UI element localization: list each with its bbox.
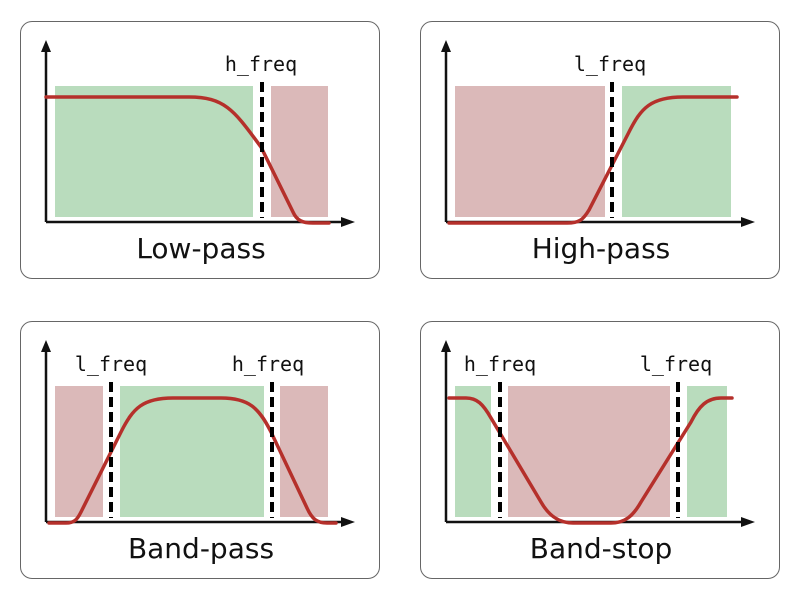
cutoff-label-h-freq: h_freq bbox=[225, 52, 297, 76]
y-axis-arrow bbox=[41, 340, 51, 352]
low-pass-diagram: h_freq Low-pass bbox=[41, 40, 355, 265]
y-axis-arrow bbox=[441, 340, 451, 352]
cutoff-label-l-freq: l_freq bbox=[75, 352, 147, 376]
response-curve bbox=[447, 396, 734, 525]
band-stop-diagram: h_freq l_freq Band-stop bbox=[441, 340, 755, 565]
pass-band-region bbox=[622, 86, 731, 217]
stop-band-region-right bbox=[280, 386, 328, 517]
stop-band-region-left bbox=[55, 386, 103, 517]
x-axis-arrow bbox=[341, 517, 355, 527]
y-axis-arrow bbox=[41, 40, 51, 52]
high-pass-title: High-pass bbox=[532, 232, 671, 265]
band-stop-panel: h_freq l_freq Band-stop bbox=[420, 321, 780, 579]
low-pass-panel: h_freq Low-pass bbox=[20, 21, 380, 279]
band-pass-diagram: l_freq h_freq Band-pass bbox=[41, 340, 355, 565]
cutoff-label-h-freq: h_freq bbox=[232, 352, 304, 376]
low-pass-title: Low-pass bbox=[136, 232, 265, 265]
pass-band-region-left bbox=[455, 386, 491, 517]
cutoff-label-h-freq: h_freq bbox=[464, 352, 536, 376]
band-stop-title: Band-stop bbox=[530, 532, 672, 565]
stop-band-region bbox=[271, 86, 328, 217]
band-pass-panel: l_freq h_freq Band-pass bbox=[20, 321, 380, 579]
x-axis-arrow bbox=[341, 217, 355, 227]
response-curve bbox=[47, 396, 338, 525]
stop-band-region bbox=[455, 86, 605, 217]
pass-band-region-right bbox=[687, 386, 727, 517]
x-axis-arrow bbox=[741, 217, 755, 227]
cutoff-label-l-freq: l_freq bbox=[574, 52, 646, 76]
high-pass-panel: l_freq High-pass bbox=[420, 21, 780, 279]
y-axis-arrow bbox=[441, 40, 451, 52]
pass-band-region bbox=[120, 386, 264, 517]
cutoff-label-l-freq: l_freq bbox=[640, 352, 712, 376]
band-pass-title: Band-pass bbox=[128, 532, 274, 565]
pass-band-region bbox=[55, 86, 253, 217]
response-curve bbox=[447, 95, 739, 225]
high-pass-diagram: l_freq High-pass bbox=[441, 40, 755, 265]
x-axis-arrow bbox=[741, 517, 755, 527]
